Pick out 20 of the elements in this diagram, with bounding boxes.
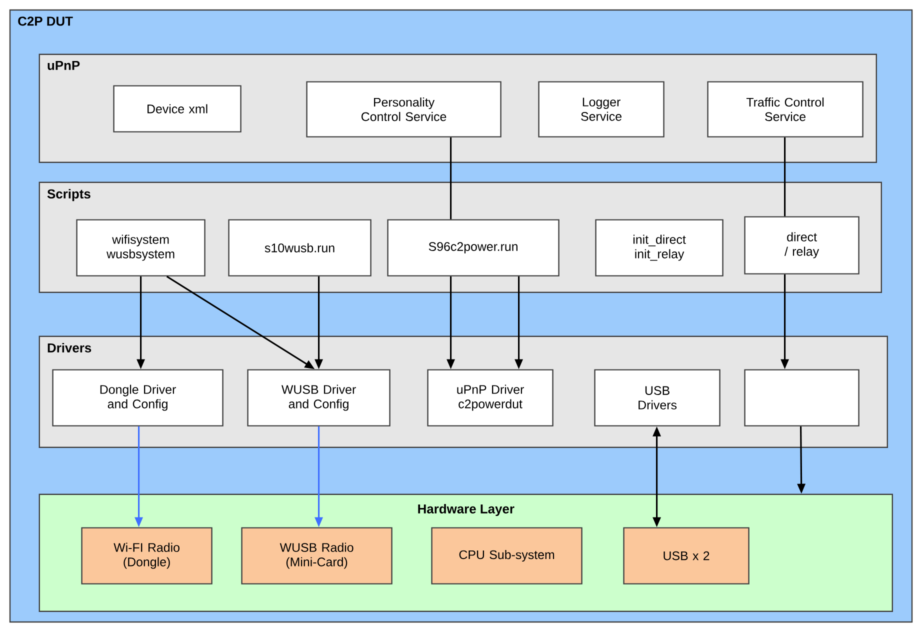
- hardware-box: CPU Sub-system: [431, 527, 582, 584]
- process-box: wifisystem wusbsystem: [76, 219, 206, 276]
- process-box: uPnP Driver c2powerdut: [427, 369, 554, 426]
- hardware-box: USB x 2: [623, 527, 750, 584]
- process-box: Traffic Control Service: [707, 81, 864, 138]
- process-box: S96c2power.run: [387, 219, 560, 276]
- process-box: Dongle Driver and Config: [52, 369, 224, 426]
- connector-line: [450, 137, 452, 220]
- process-box: s10wusb.run: [228, 219, 372, 276]
- process-box: init_direct init_relay: [595, 219, 724, 276]
- hardware-box: Wi-FI Radio (Dongle): [81, 527, 212, 584]
- process-box: [744, 369, 860, 426]
- process-box: Device xml: [113, 85, 242, 132]
- process-box: WUSB Driver and Config: [247, 369, 390, 426]
- hardware-box: WUSB Radio (Mini-Card): [241, 527, 392, 584]
- process-box: Personality Control Service: [306, 81, 502, 138]
- process-box: USB Drivers: [594, 369, 720, 426]
- connector-line: [784, 137, 786, 216]
- process-box: direct / relay: [744, 216, 860, 274]
- process-box: Logger Service: [538, 81, 664, 138]
